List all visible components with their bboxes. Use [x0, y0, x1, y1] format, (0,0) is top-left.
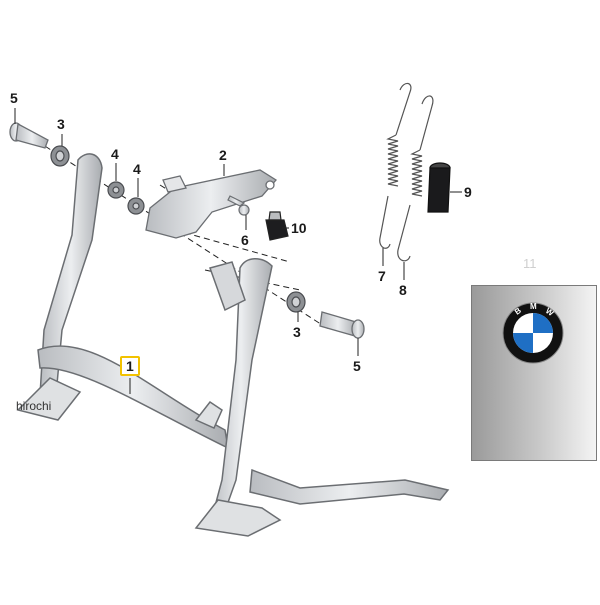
svg-text:B: B: [513, 306, 523, 317]
sleeve-part: [427, 162, 451, 213]
spring-part-8: [397, 95, 434, 262]
callout-5-top: 5: [10, 90, 18, 106]
bolt-part: [319, 311, 365, 339]
callout-7: 7: [378, 268, 386, 284]
bolt-part: [9, 122, 49, 149]
bmw-logo-overlay: B M W: [502, 302, 564, 364]
center-stand-part: [16, 153, 450, 537]
leader-lines: [14, 108, 462, 394]
washer-part: [107, 181, 145, 215]
callout-8: 8: [399, 282, 407, 298]
callout-4-right: 4: [133, 161, 141, 177]
callout-9: 9: [464, 184, 472, 200]
callout-2: 2: [219, 147, 227, 163]
callout-1-highlighted: 1: [120, 356, 140, 376]
callout-6: 6: [241, 232, 249, 248]
rubber-buffer-part: [265, 211, 289, 241]
callout-3-bottom: 3: [293, 324, 301, 340]
spring-part-7: [379, 82, 412, 249]
spring-bracket-part: [145, 169, 277, 239]
callout-3-top: 3: [57, 116, 65, 132]
callout-10: 10: [291, 220, 307, 236]
callout-5-bottom: 5: [353, 358, 361, 374]
svg-text:W: W: [544, 306, 556, 318]
callout-11: 11: [523, 256, 537, 271]
callout-4-left: 4: [111, 146, 119, 162]
svg-text:M: M: [530, 302, 537, 311]
screw-part: [227, 195, 250, 216]
watermark-text: hirochi: [16, 399, 52, 413]
bushing-part: [50, 145, 306, 313]
